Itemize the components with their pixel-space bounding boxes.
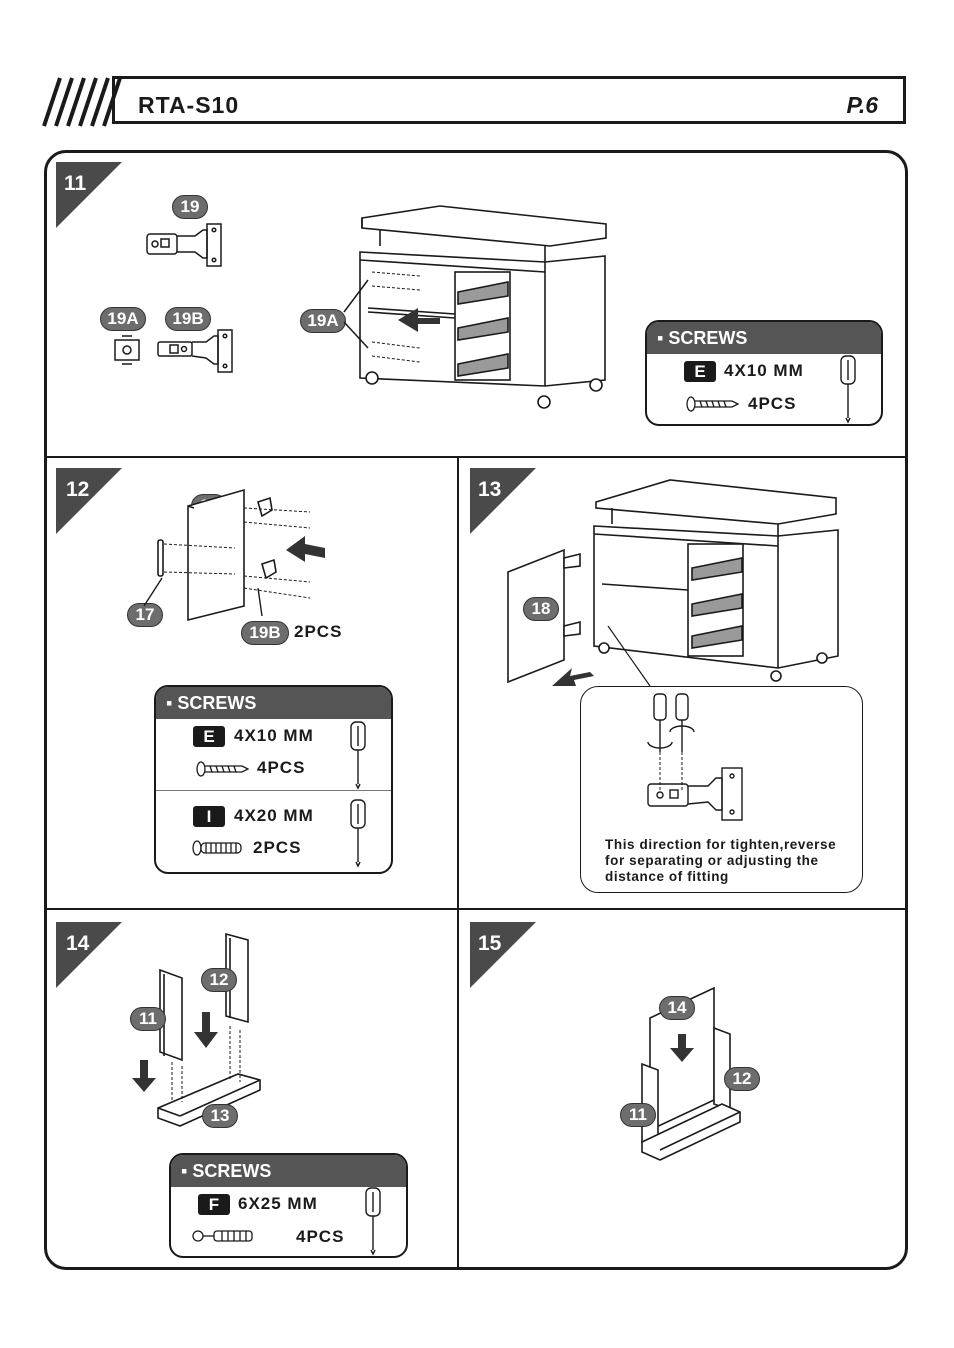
- adjustment-note-line2: for separating or adjusting the: [605, 853, 819, 868]
- screws-box-title: SCREWS: [668, 328, 748, 348]
- part-label-18-step13: 18: [523, 597, 559, 621]
- screw-qty-i: 2PCS: [253, 838, 302, 857]
- screw-icon: [196, 761, 250, 777]
- page-number: P.6: [846, 92, 878, 118]
- header-bar: [112, 76, 906, 124]
- screw-qty-e: 4PCS: [257, 758, 306, 777]
- screwdriver-icon: [350, 721, 366, 790]
- hinge-adjust-detail: [647, 693, 743, 821]
- header-stripes: [42, 77, 122, 127]
- part-label-19: 19: [172, 195, 208, 219]
- divider-row2: [46, 908, 906, 910]
- hinge-arm-icon: [157, 329, 233, 373]
- divider-col: [457, 457, 459, 1268]
- part-label-12: 12: [201, 968, 237, 992]
- long-screw-icon: [192, 840, 242, 856]
- screw-size-e: 4X10 MM: [234, 726, 314, 745]
- step-14-number: 14: [66, 932, 90, 955]
- screw-size-i: 4X20 MM: [234, 806, 314, 825]
- screw-icon: [686, 396, 740, 412]
- screw-letter-f: F: [198, 1194, 230, 1215]
- cabinet-illustration-11: [343, 205, 607, 409]
- part-label-19b-step12: 19B: [241, 621, 289, 645]
- part-label-11: 11: [130, 1007, 166, 1031]
- step-12-number: 12: [66, 478, 90, 501]
- screw-qty: 4PCS: [748, 394, 797, 413]
- step-15-corner: [470, 922, 536, 988]
- screwdriver-icon: [365, 1187, 381, 1256]
- cam-bolt-icon: [192, 1230, 253, 1242]
- part-label-19b: 19B: [165, 307, 211, 331]
- divider-row1: [46, 456, 906, 458]
- screwdriver-icon: [840, 355, 856, 424]
- part-label-11-step15: 11: [620, 1103, 656, 1127]
- screw-letter-e: E: [193, 726, 225, 747]
- hinge-icon: [146, 223, 222, 267]
- screw-size: 4X10 MM: [724, 361, 804, 380]
- screw-size-f: 6X25 MM: [238, 1194, 318, 1213]
- part-label-17: 17: [127, 603, 163, 627]
- model-number: RTA-S10: [138, 92, 240, 118]
- frame-assembly-illustration-15: [641, 986, 741, 1161]
- screws-box-divider: [156, 790, 391, 791]
- screws-box-title: SCREWS: [177, 693, 257, 713]
- adjustment-note-line1: This direction for tighten,reverse: [605, 837, 837, 852]
- screws-box-title: SCREWS: [192, 1161, 272, 1181]
- part-label-12-step15: 12: [724, 1067, 760, 1091]
- screw-qty-f: 4PCS: [296, 1227, 345, 1246]
- step-12-corner: [56, 468, 122, 534]
- part-label-19a: 19A: [100, 307, 146, 331]
- step-15-number: 15: [478, 932, 502, 955]
- step-13-number: 13: [478, 478, 502, 501]
- step-13-corner: [470, 468, 536, 534]
- part-label-19a-arrow: 19A: [300, 309, 346, 333]
- step-11-number: 11: [64, 172, 87, 195]
- part-label-14: 14: [659, 996, 695, 1020]
- instruction-frame: [44, 150, 908, 1270]
- part-label-13: 13: [202, 1104, 238, 1128]
- door-panel-illustration-12: [143, 488, 325, 622]
- step-11-corner: [56, 162, 122, 228]
- adjustment-note-line3: distance of fitting: [605, 869, 729, 884]
- hinge-plate-icon: [114, 335, 140, 365]
- screw-letter-i: I: [193, 806, 225, 827]
- screw-letter-e: E: [684, 361, 716, 382]
- hinge-qty: 2PCS: [294, 622, 343, 641]
- step-14-corner: [56, 922, 122, 988]
- screwdriver-icon: [350, 799, 366, 868]
- cabinet-illustration-13: [507, 479, 839, 687]
